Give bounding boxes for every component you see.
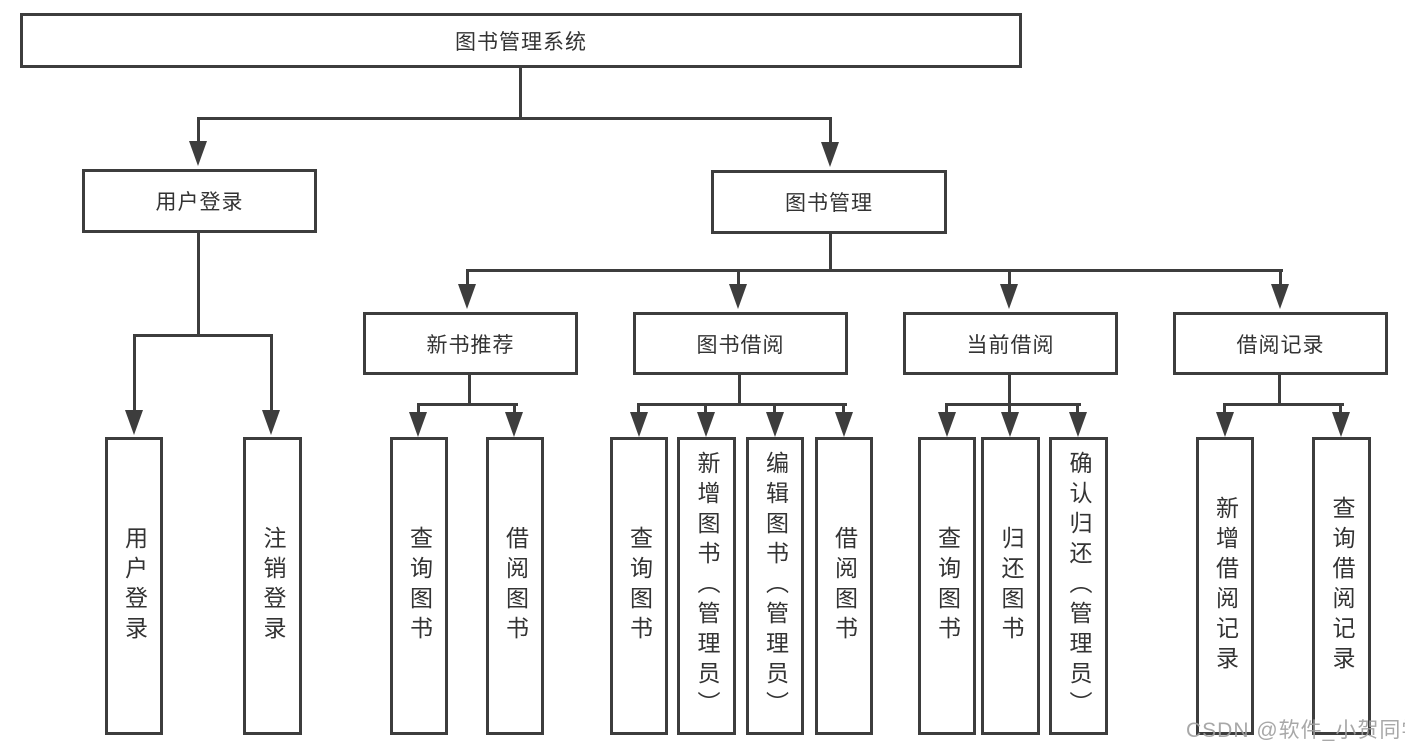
connector-current-borrow-stem bbox=[1008, 375, 1011, 405]
connector-drop-add-book bbox=[704, 403, 707, 415]
arrowhead-current-borrow bbox=[1000, 284, 1018, 309]
arrowhead-leaf-login bbox=[125, 410, 143, 435]
leaf-borrow-books-2: 借阅图书 bbox=[815, 437, 873, 735]
connector-drop-user-login bbox=[197, 117, 200, 144]
connector-drop-new-book bbox=[466, 269, 469, 286]
connector-drop-query-borrow-record bbox=[1339, 403, 1342, 415]
connector-drop-query-books-3 bbox=[945, 403, 948, 415]
arrowhead-borrow-books-2 bbox=[835, 412, 853, 437]
node-book-borrow: 图书借阅 bbox=[633, 312, 848, 375]
arrowhead-user-login bbox=[189, 141, 207, 166]
arrowhead-borrow-records bbox=[1271, 284, 1289, 309]
connector-book-management-stem bbox=[829, 234, 832, 272]
arrowhead-book-borrow bbox=[729, 284, 747, 309]
node-borrow-records: 借阅记录 bbox=[1173, 312, 1388, 375]
node-user-login: 用户登录 bbox=[82, 169, 317, 233]
connector-drop-current-borrow bbox=[1008, 269, 1011, 286]
arrowhead-new-book bbox=[458, 284, 476, 309]
connector-borrow-records-hline bbox=[1223, 403, 1344, 406]
connector-book-borrow-stem bbox=[738, 375, 741, 405]
connector-drop-borrow-books-1 bbox=[513, 403, 516, 415]
connector-book-management-hline bbox=[466, 269, 1283, 272]
arrowhead-query-borrow-record bbox=[1332, 412, 1350, 437]
arrowhead-confirm-return bbox=[1069, 412, 1087, 437]
connector-borrow-records-stem bbox=[1278, 375, 1281, 405]
leaf-add-book-admin: 新增图书（管理员） bbox=[677, 437, 736, 735]
leaf-logout: 注销登录 bbox=[243, 437, 302, 735]
connector-drop-book-management bbox=[829, 117, 832, 144]
leaf-add-borrow-record: 新增借阅记录 bbox=[1196, 437, 1254, 735]
connector-current-borrow-hline bbox=[945, 403, 1081, 406]
leaf-query-books-1: 查询图书 bbox=[390, 437, 448, 735]
arrowhead-query-books-2 bbox=[630, 412, 648, 437]
arrowhead-edit-book bbox=[766, 412, 784, 437]
arrowhead-borrow-books-1 bbox=[505, 412, 523, 437]
connector-drop-leaf-login bbox=[133, 334, 136, 412]
connector-user-login-hline bbox=[133, 334, 273, 337]
arrowhead-add-borrow-record bbox=[1216, 412, 1234, 437]
arrowhead-add-book bbox=[697, 412, 715, 437]
arrowhead-book-management bbox=[821, 142, 839, 167]
connector-new-book-hline bbox=[417, 403, 518, 406]
arrowhead-return-books bbox=[1001, 412, 1019, 437]
connector-book-borrow-hline bbox=[637, 403, 847, 406]
connector-drop-edit-book bbox=[773, 403, 776, 415]
leaf-query-books-2: 查询图书 bbox=[610, 437, 668, 735]
node-current-borrow: 当前借阅 bbox=[903, 312, 1118, 375]
connector-drop-confirm-return bbox=[1076, 403, 1079, 415]
connector-drop-borrow-records bbox=[1279, 269, 1282, 286]
connector-drop-query-books-2 bbox=[637, 403, 640, 415]
arrowhead-query-books-1 bbox=[409, 412, 427, 437]
connector-drop-book-borrow bbox=[737, 269, 740, 286]
leaf-edit-book-admin: 编辑图书（管理员） bbox=[746, 437, 804, 735]
leaf-return-books: 归还图书 bbox=[981, 437, 1040, 735]
node-new-book-recommend: 新书推荐 bbox=[363, 312, 578, 375]
connector-new-book-stem bbox=[468, 375, 471, 405]
connector-root-stem bbox=[519, 68, 522, 120]
leaf-borrow-books-1: 借阅图书 bbox=[486, 437, 544, 735]
csdn-watermark: CSDN @软件_小贺同学 bbox=[1186, 719, 1405, 742]
connector-drop-query-books-1 bbox=[417, 403, 420, 415]
arrowhead-leaf-logout bbox=[262, 410, 280, 435]
leaf-query-borrow-record: 查询借阅记录 bbox=[1312, 437, 1371, 735]
connector-drop-borrow-books-2 bbox=[842, 403, 845, 415]
connector-drop-leaf-logout bbox=[270, 334, 273, 412]
node-book-management: 图书管理 bbox=[711, 170, 947, 234]
connector-drop-return-books bbox=[1008, 403, 1011, 415]
connector-root-hline bbox=[197, 117, 832, 120]
arrowhead-query-books-3 bbox=[938, 412, 956, 437]
leaf-user-login: 用户登录 bbox=[105, 437, 163, 735]
connector-user-login-stem bbox=[197, 233, 200, 337]
leaf-query-books-3: 查询图书 bbox=[918, 437, 976, 735]
connector-drop-add-borrow-record bbox=[1223, 403, 1226, 415]
node-root: 图书管理系统 bbox=[20, 13, 1022, 68]
leaf-confirm-return-admin: 确认归还（管理员） bbox=[1049, 437, 1108, 735]
